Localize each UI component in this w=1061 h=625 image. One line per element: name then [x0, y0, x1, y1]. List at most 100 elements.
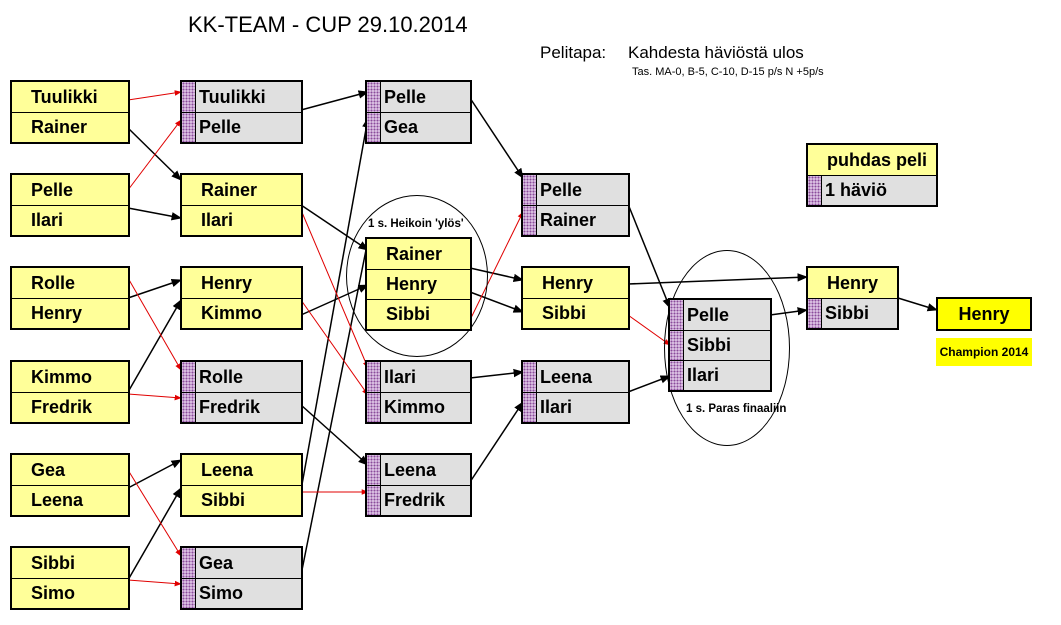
player-slot: Pelle [523, 175, 628, 206]
loser-line [300, 209, 369, 369]
winner-line [469, 401, 524, 483]
match-r1-1: Tuulikki Rainer [10, 80, 130, 144]
player-slot: Rolle [12, 268, 128, 299]
winner-line [300, 404, 369, 466]
match-r3-pelle-gea: Pelle Gea [365, 80, 472, 144]
player-slot: Henry [523, 268, 628, 299]
champion-label: Champion 2014 [936, 338, 1032, 366]
legend-one-loss: 1 häviö [808, 176, 936, 205]
player-slot: Fredrik [12, 393, 128, 422]
player-slot: Sibbi [670, 331, 770, 361]
player-slot: Rainer [523, 206, 628, 235]
player-slot: Rainer [12, 113, 128, 142]
player-slot: Leena [367, 455, 470, 486]
player-slot: Simo [12, 579, 128, 608]
player-slot: Sibbi [182, 486, 301, 515]
match-r4-henry-sibbi: Henry Sibbi [521, 266, 630, 330]
player-slot: Sibbi [12, 548, 128, 579]
highlight-oval-weakest [346, 195, 488, 357]
player-slot: Ilari [182, 206, 301, 235]
winner-line [627, 375, 671, 393]
player-slot: Pelle [182, 113, 301, 142]
winner-line [469, 368, 525, 379]
match-r4-pelle-rainer: Pelle Rainer [521, 173, 630, 237]
match-semi: Pelle Sibbi Ilari [668, 298, 772, 392]
player-slot: Ilari [670, 361, 770, 390]
player-slot: Simo [182, 579, 301, 608]
loser-line [300, 299, 369, 396]
match-r1-5: Gea Leena [10, 453, 130, 517]
player-slot: Rolle [182, 362, 301, 393]
legend-box: puhdas peli 1 häviö [806, 143, 938, 207]
player-slot: Kimmo [367, 393, 470, 422]
winner-line [127, 299, 182, 393]
match-r1-6: Sibbi Simo [10, 546, 130, 610]
loser-line [627, 314, 671, 346]
player-slot: Pelle [12, 175, 128, 206]
winner-line [300, 116, 371, 491]
player-slot: Pelle [367, 82, 470, 113]
player-slot: Fredrik [367, 486, 470, 515]
weakest-up-note: 1 s. Heikoin 'ylös' [368, 218, 464, 230]
player-slot: Henry [12, 299, 128, 328]
player-slot: Leena [182, 455, 301, 486]
player-slot: Kimmo [182, 299, 301, 328]
match-r1-3: Rolle Henry [10, 266, 130, 330]
match-r2-rolle-fredrik: Rolle Fredrik [180, 360, 303, 424]
match-final: Henry Sibbi [806, 266, 899, 330]
player-slot: Ilari [367, 362, 470, 393]
winner-line [127, 127, 182, 181]
player-slot: Leena [12, 486, 128, 515]
loser-line [127, 119, 182, 191]
player-slot: Rainer [182, 175, 301, 206]
player-slot: Ilari [12, 206, 128, 235]
format-label: Pelitapa: [540, 43, 607, 62]
player-slot: Kimmo [12, 362, 128, 393]
player-slot: Henry [182, 268, 301, 299]
player-slot: Sibbi [523, 299, 628, 328]
player-slot: Rainer [367, 239, 470, 270]
winner-line [127, 279, 182, 299]
format-value: Kahdesta häviöstä ulos [628, 43, 804, 62]
champion-box: Henry [936, 297, 1032, 331]
loser-lines [127, 90, 671, 587]
player-slot: Gea [182, 548, 301, 579]
match-r2-henry-kimmo: Henry Kimmo [180, 266, 303, 330]
player-slot: Gea [12, 455, 128, 486]
player-slot: Henry [367, 270, 470, 300]
winner-line [127, 207, 183, 221]
player-slot: Henry [808, 268, 897, 299]
player-slot: Leena [523, 362, 628, 393]
match-r2-rainer-ilari: Rainer Ilari [180, 173, 303, 237]
scoring-note: Tas. MA-0, B-5, C-10, D-15 p/s N +5p/s [632, 66, 824, 78]
match-r1-4: Kimmo Fredrik [10, 360, 130, 424]
loser-line [127, 90, 182, 101]
loser-line [127, 393, 182, 401]
match-r3-triple: Rainer Henry Sibbi [365, 237, 472, 331]
match-r3-ilari-kimmo: Ilari Kimmo [365, 360, 472, 424]
match-r3-leena-fredrik: Leena Fredrik [365, 453, 472, 517]
best-final-note: 1 s. Paras finaaliin [686, 403, 787, 415]
match-r4-leena-ilari: Leena Ilari [521, 360, 630, 424]
winner-line [127, 487, 182, 581]
loser-line [127, 277, 182, 371]
player-slot: Ilari [523, 393, 628, 422]
loser-line [127, 469, 182, 557]
player-slot: Sibbi [808, 299, 897, 328]
winner-line [897, 297, 939, 312]
match-r2-leena-sibbi: Leena Sibbi [180, 453, 303, 517]
match-r2-tuulikki-pelle: Tuulikki Pelle [180, 80, 303, 144]
player-slot: Fredrik [182, 393, 301, 422]
champion-name: Henry [958, 303, 1010, 324]
highlight-oval-best [664, 250, 790, 446]
legend-clean: puhdas peli [808, 145, 936, 176]
winner-line [127, 459, 182, 489]
winner-line [300, 90, 370, 111]
page-title: KK-TEAM - CUP 29.10.2014 [188, 12, 468, 37]
match-r2-gea-simo: Gea Simo [180, 546, 303, 610]
player-slot: Sibbi [367, 300, 470, 329]
match-r1-2: Pelle Ilari [10, 173, 130, 237]
player-slot: Pelle [670, 300, 770, 331]
winner-line [469, 97, 524, 179]
